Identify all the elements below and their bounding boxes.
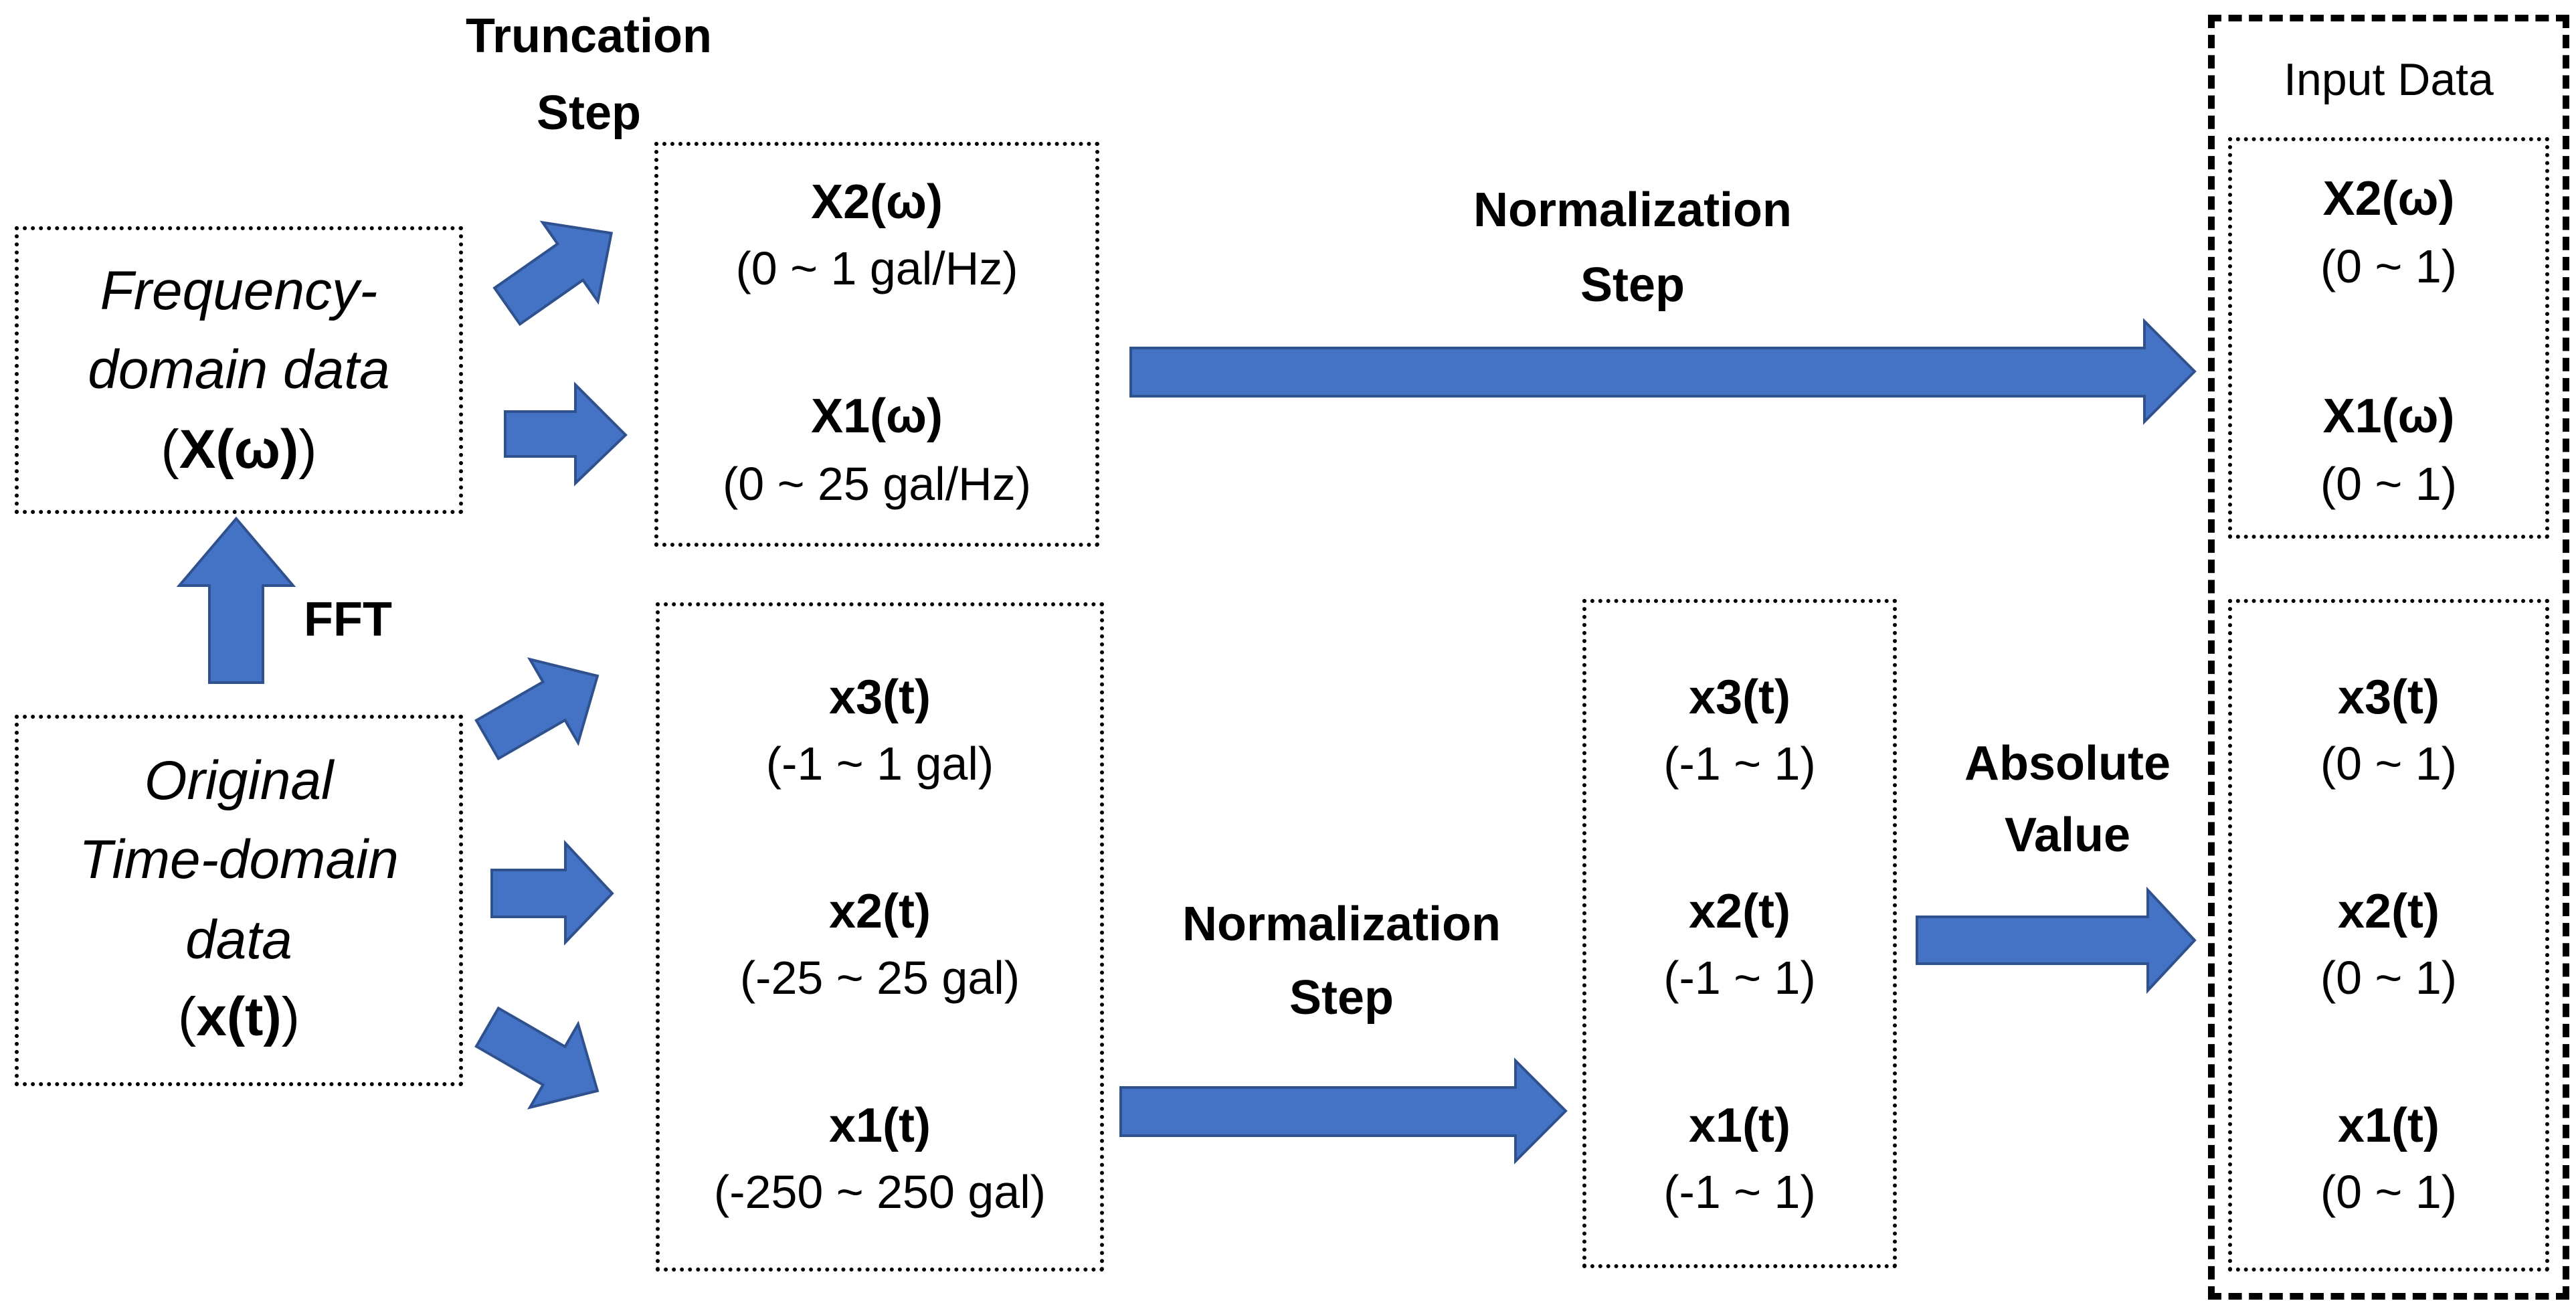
time-to-x2-arrow [490,839,614,946]
input-freq-item-0-range: (0 ~ 1) [2320,240,2458,292]
truncated-time-box: x3(t) (-1 ~ 1 gal) x2(t) (-25 ~ 25 gal) … [656,602,1104,1272]
truncated-freq-item-0-range: (0 ~ 1 gal/Hz) [735,242,1018,294]
time-box-symbol: (x(t)) [177,986,300,1047]
frequency-box-symbol: (X(ω)) [161,419,317,480]
input-time-item-2-name: x1(t) [2337,1099,2440,1152]
normalized-time-item-1-name: x2(t) [1688,885,1790,938]
normalization-bottom-arrow [1119,1057,1568,1164]
truncated-freq-item-1-range: (0 ~ 25 gal/Hz) [722,458,1032,510]
truncated-time-item-0-range: (-1 ~ 1 gal) [765,737,994,790]
normalization-top-label-line1: Normalization [1473,183,1792,237]
time-box-line1: Original [144,750,334,811]
truncated-freq-item-1-name: X1(ω) [811,389,943,443]
normalization-bottom-label-line2: Step [1289,971,1394,1025]
normalized-time-item-0-range: (-1 ~ 1) [1663,737,1816,790]
absolute-value-arrow [1916,886,2197,994]
normalization-bottom-label-line1: Normalization [1182,897,1501,951]
frequency-box-line2: domain data [88,339,390,400]
input-time-item-1-range: (0 ~ 1) [2320,952,2458,1004]
truncation-label-line1: Truncation [465,9,712,63]
time-to-x1-arrow [474,1006,600,1110]
absolute-label-line1: Absolute [1964,737,2171,790]
input-time-item-2-range: (0 ~ 1) [2320,1166,2458,1218]
time-box-line3: data [185,909,292,970]
input-freq-item-1-range: (0 ~ 1) [2320,458,2458,510]
truncated-time-item-2-range: (-250 ~ 250 gal) [713,1166,1046,1218]
normalized-time-item-2-range: (-1 ~ 1) [1663,1166,1816,1218]
truncated-time-item-1-range: (-25 ~ 25 gal) [739,952,1020,1004]
input-freq-item-0-name: X2(ω) [2322,172,2455,226]
input-data-group [2208,15,2569,1300]
truncated-frequency-box: X2(ω) (0 ~ 1 gal/Hz) X1(ω) (0 ~ 25 gal/H… [654,142,1099,547]
time-box-line2: Time-domain [79,829,399,890]
input-time-item-0-name: x3(t) [2337,671,2440,724]
input-time-box: x3(t) (0 ~ 1) x2(t) (0 ~ 1) x1(t) (0 ~ 1… [2228,599,2549,1272]
input-frequency-box: X2(ω) (0 ~ 1) X1(ω) (0 ~ 1) [2228,137,2549,539]
normalized-time-item-1-range: (-1 ~ 1) [1663,952,1816,1004]
input-time-item-0-range: (0 ~ 1) [2320,737,2458,790]
fft-label: FFT [304,593,392,646]
truncated-time-item-1-name: x2(t) [828,885,931,938]
absolute-label-line2: Value [2004,808,2131,862]
input-freq-item-1-name: X1(ω) [2322,389,2455,443]
freq-to-x1-arrow [504,381,628,487]
time-domain-box: Original Time-domain data (x(t)) [15,715,463,1086]
normalization-top-arrow [1129,318,2197,425]
truncated-time-item-2-name: x1(t) [828,1099,931,1152]
normalized-time-item-0-name: x3(t) [1688,671,1790,724]
normalized-time-item-2-name: x1(t) [1688,1099,1790,1152]
truncated-time-item-0-name: x3(t) [828,671,931,724]
input-time-item-1-name: x2(t) [2337,885,2440,938]
fft-up-arrow [176,516,296,684]
normalized-time-box: x3(t) (-1 ~ 1) x2(t) (-1 ~ 1) x1(t) (-1 … [1582,599,1897,1268]
truncated-freq-item-0-name: X2(ω) [811,175,943,229]
frequency-box-line1: Frequency- [100,260,378,321]
freq-to-x2-arrow [492,220,614,327]
frequency-domain-box: Frequency- domain data (X(ω)) [15,226,463,514]
input-data-title: Input Data [2284,54,2494,105]
truncation-label-line2: Step [536,86,642,140]
normalization-top-label-line2: Step [1580,258,1685,312]
time-to-x3-arrow [474,657,600,761]
